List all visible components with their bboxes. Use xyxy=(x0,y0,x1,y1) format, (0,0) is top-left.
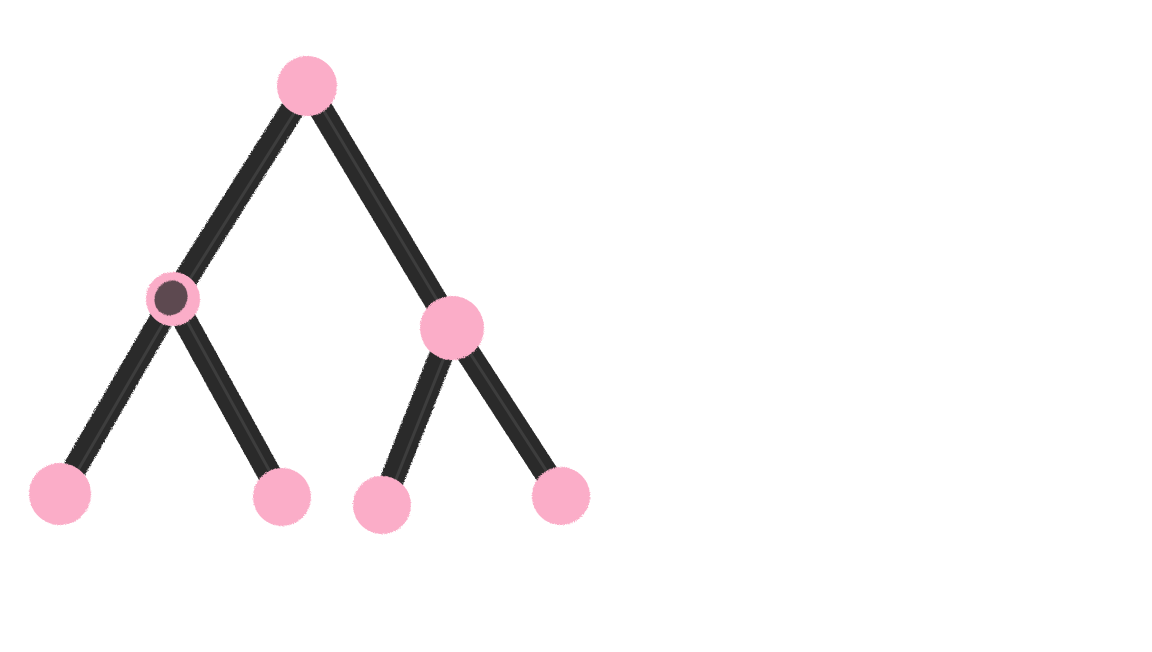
node-left-left xyxy=(29,463,91,525)
edge-brush-streak-root-to-left xyxy=(174,86,312,303)
edge-brush-streak-right-to-right-right xyxy=(453,328,566,500)
edges-layer xyxy=(48,74,573,517)
node-left-right xyxy=(253,468,311,526)
edge-left-to-left-right xyxy=(161,287,294,509)
edge-left-to-left-left xyxy=(48,287,185,506)
edge-brush-streak-left-to-left-left xyxy=(61,299,178,498)
edge-root-to-left xyxy=(161,74,319,311)
edge-right-to-right-right xyxy=(440,316,573,508)
edge-brush-streak-right-to-right-left xyxy=(383,328,457,509)
edge-root-to-right xyxy=(295,74,464,340)
node-right-right xyxy=(532,467,590,525)
nodes-layer xyxy=(29,56,590,534)
node-left-edge-overlap-shade xyxy=(154,280,188,316)
node-right-left xyxy=(353,476,411,534)
node-right xyxy=(420,296,484,360)
edge-brush-streak-root-to-right xyxy=(308,86,457,332)
node-root xyxy=(277,56,337,116)
edge-brush-streak-left-to-left-right xyxy=(174,299,287,501)
